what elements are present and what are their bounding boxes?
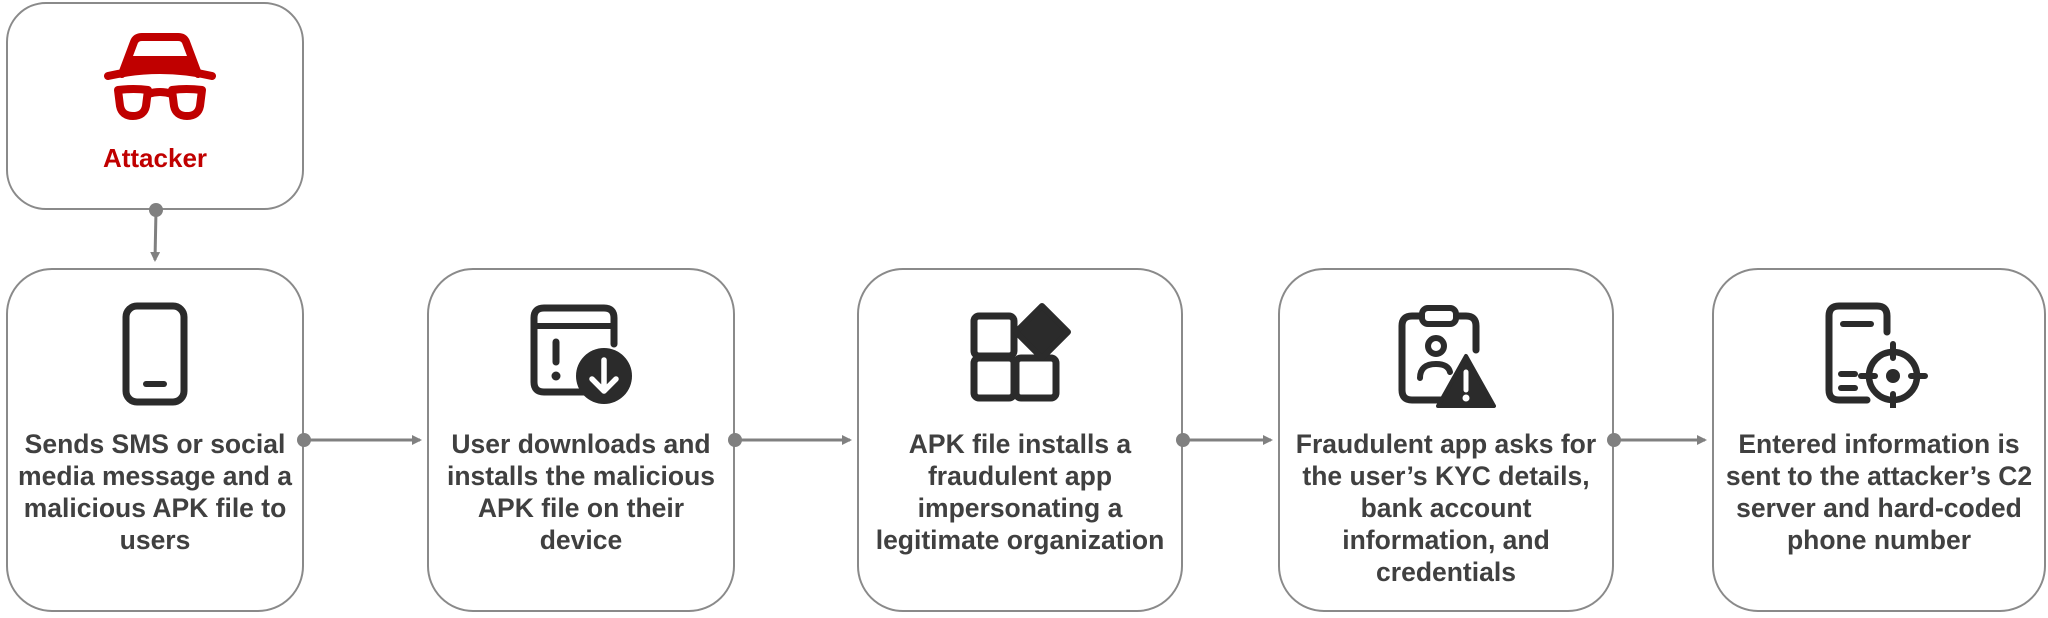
spy-hat-glasses-icon bbox=[104, 32, 216, 127]
connector-step2-to-step3 bbox=[728, 433, 852, 447]
connector-step4-to-step5 bbox=[1607, 433, 1707, 447]
step-box-4: Fraudulent app asks for the user’s KYC d… bbox=[1278, 268, 1614, 612]
step-box-3: APK file installs a fraudulent app imper… bbox=[857, 268, 1183, 612]
attacker-label: Attacker bbox=[102, 143, 208, 173]
step-box-5: Entered information is sent to the attac… bbox=[1712, 268, 2046, 612]
step-text-5: Entered information is sent to the attac… bbox=[1725, 429, 2033, 555]
attacker-box: Attacker bbox=[6, 2, 304, 210]
clipboard-user-warning-icon bbox=[1396, 302, 1496, 417]
smartphone-icon bbox=[120, 302, 190, 411]
server-target-icon bbox=[1823, 302, 1935, 413]
connector-step3-to-step4 bbox=[1176, 433, 1273, 447]
step-text-1: Sends SMS or social media message and a … bbox=[18, 429, 292, 555]
step-box-2: User downloads and installs the maliciou… bbox=[427, 268, 735, 612]
step-text-4: Fraudulent app asks for the user’s KYC d… bbox=[1295, 429, 1597, 587]
connector-step1-to-step2 bbox=[297, 433, 422, 447]
step-text-3: APK file installs a fraudulent app imper… bbox=[875, 429, 1165, 555]
connector-attacker-to-step1 bbox=[149, 203, 163, 262]
browser-download-icon bbox=[526, 302, 636, 413]
app-install-icon bbox=[968, 302, 1072, 411]
step-text-2: User downloads and installs the maliciou… bbox=[446, 429, 716, 555]
